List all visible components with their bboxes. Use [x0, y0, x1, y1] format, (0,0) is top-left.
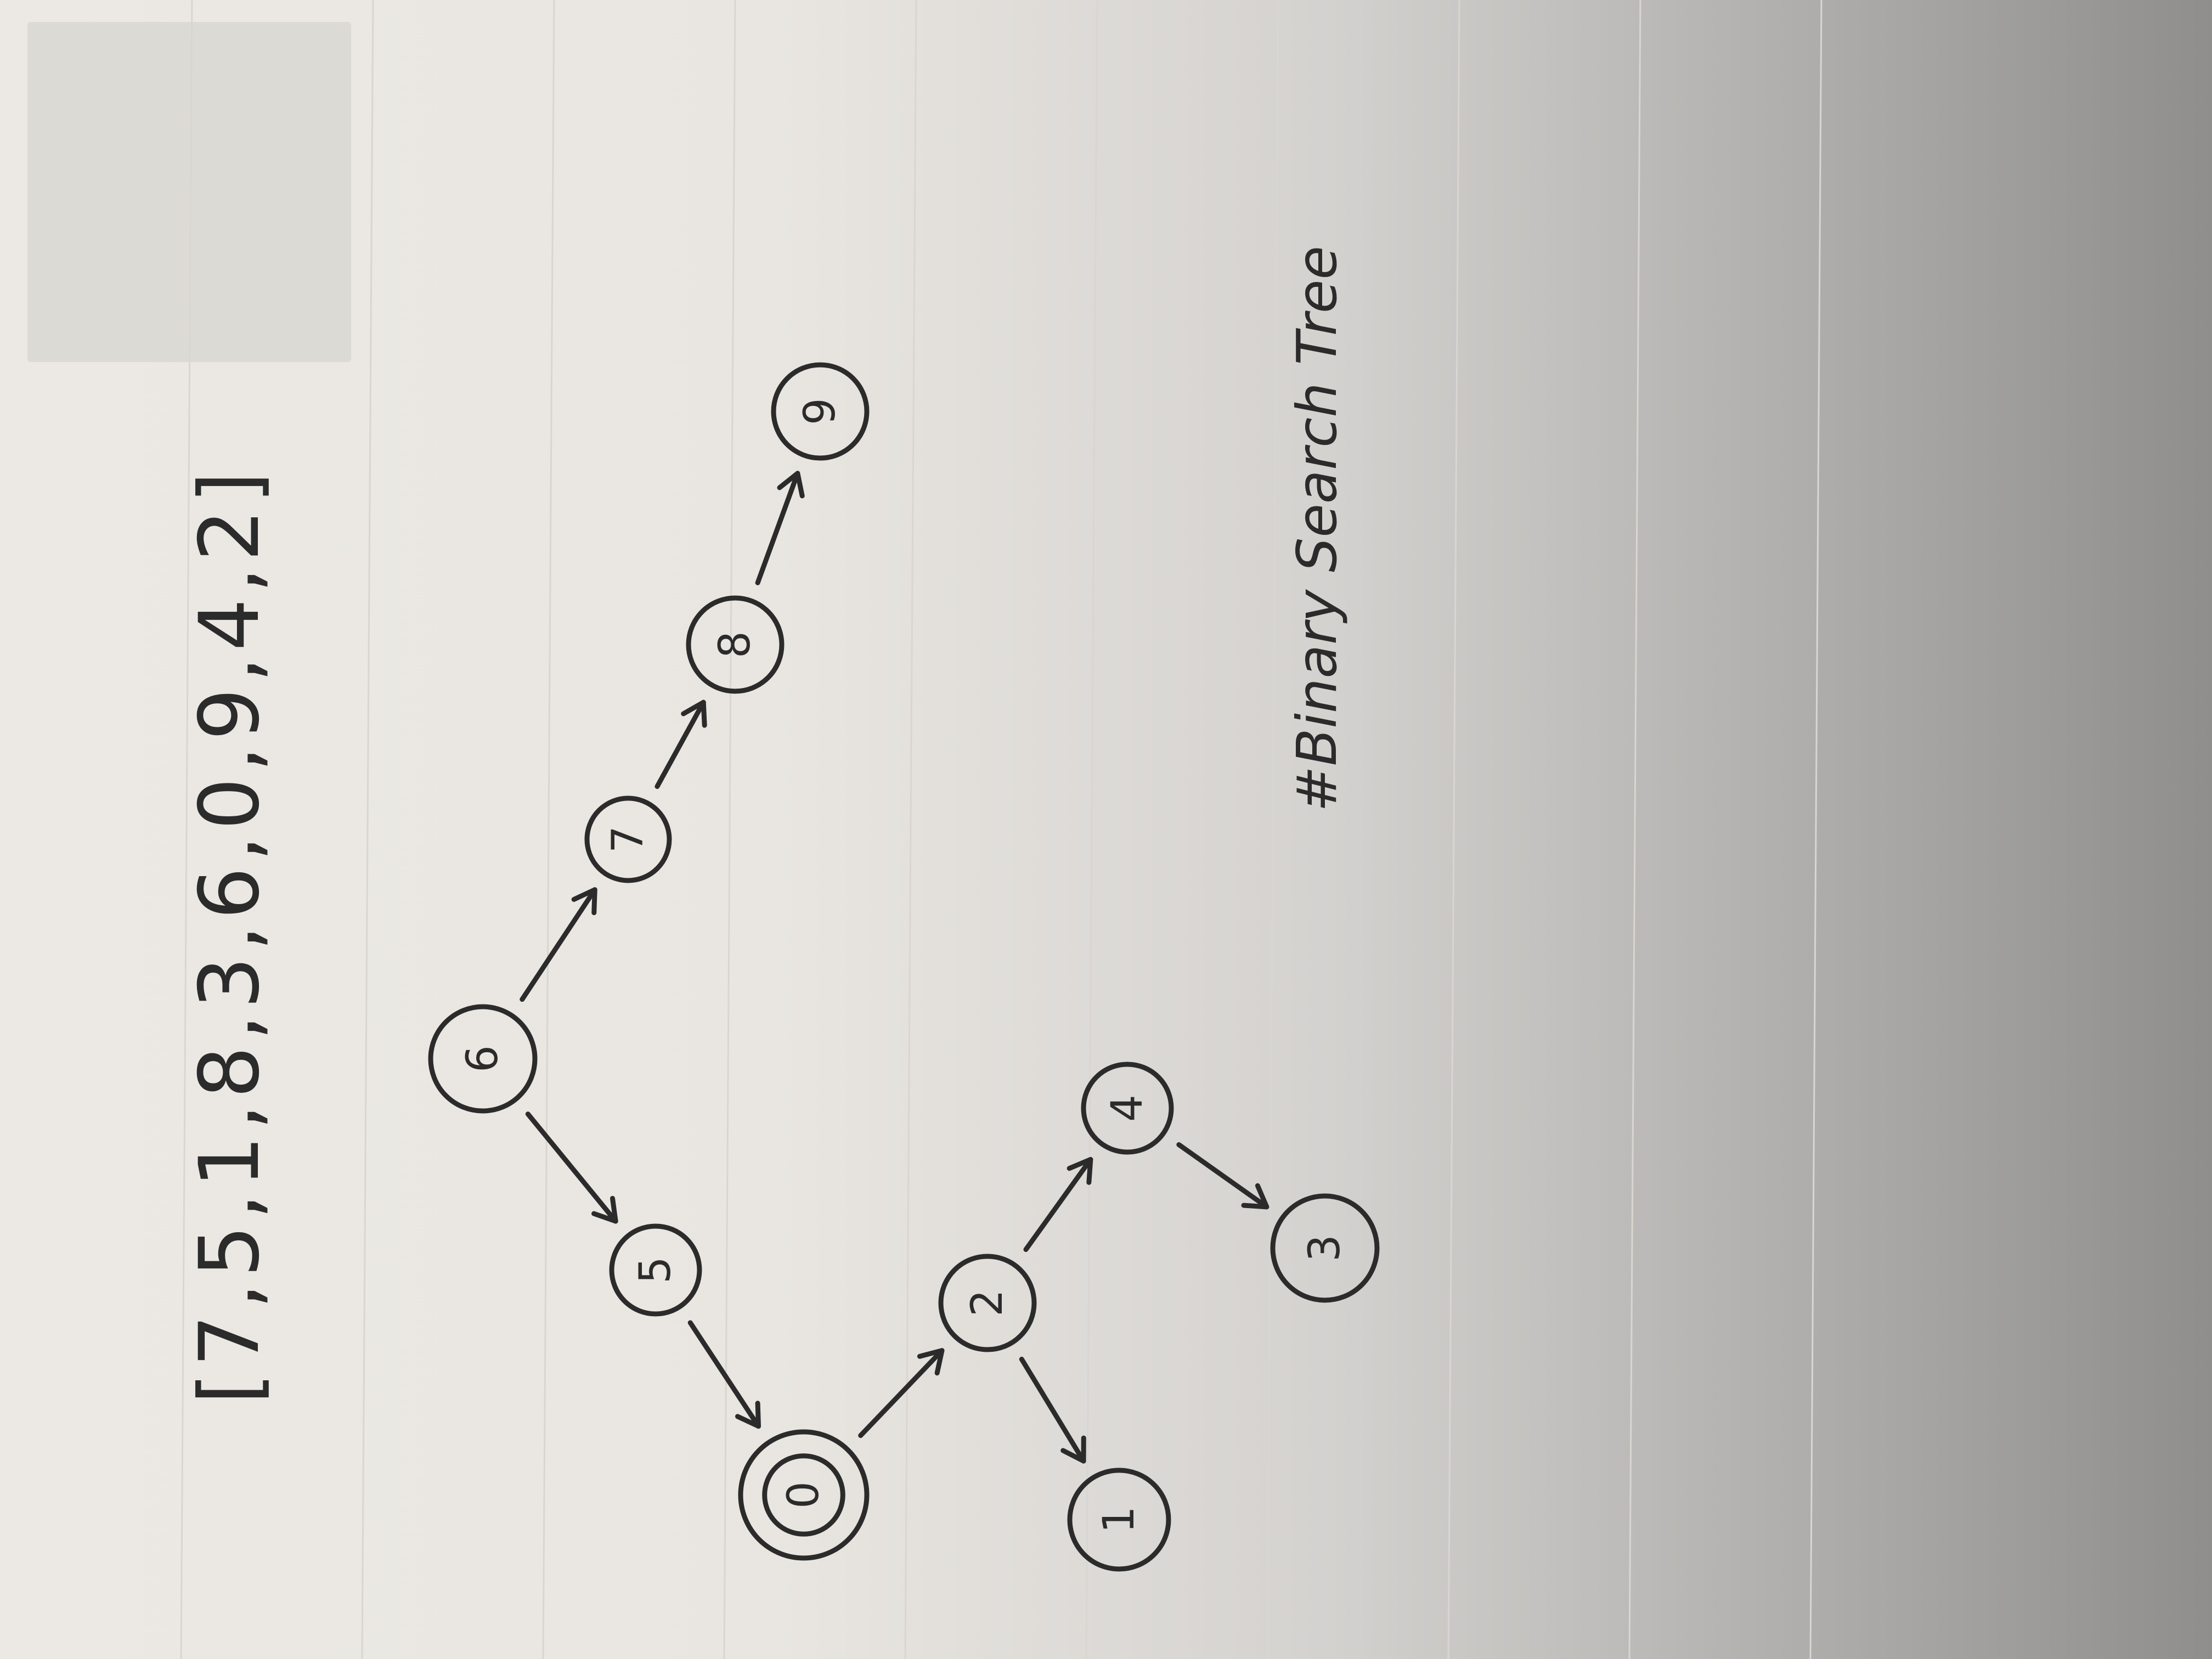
node-label: 7 [603, 826, 653, 853]
node-ring [428, 1004, 538, 1114]
edge-0-2 [858, 1348, 945, 1438]
node-label: 3 [1300, 1234, 1350, 1262]
node-7: 7 [584, 795, 672, 883]
node-8: 8 [686, 595, 785, 694]
edge-line [1019, 1357, 1086, 1464]
node-label: 9 [795, 398, 845, 425]
node-ring [1081, 1062, 1174, 1155]
arrowhead [1066, 1156, 1093, 1185]
arrowhead [681, 699, 707, 728]
ruled-lines [180, 0, 1822, 1659]
edge-5-0 [687, 1320, 761, 1429]
node-label: 6 [458, 1045, 507, 1073]
node-1: 1 [1067, 1468, 1171, 1572]
edge-line [520, 887, 597, 1002]
edge-2-1 [1019, 1357, 1086, 1464]
arrowhead [591, 1195, 618, 1224]
edge-2-4 [1023, 1156, 1093, 1252]
edge-8-9 [755, 471, 805, 585]
edge-line [755, 471, 800, 585]
edge-line [858, 1348, 945, 1438]
node-ring [609, 1223, 702, 1317]
node-ring [1067, 1468, 1171, 1572]
node-2: 2 [938, 1254, 1037, 1352]
node-6: 6 [428, 1004, 538, 1114]
arrowhead [1060, 1435, 1086, 1464]
arrowhead [777, 471, 805, 499]
edge-6-7 [520, 887, 597, 1002]
caption-text: #Binary Search Tree [1285, 246, 1349, 812]
node-ring [938, 1254, 1037, 1352]
edge-line [1176, 1142, 1269, 1210]
arrowhead [735, 1401, 761, 1429]
node-label: 4 [1103, 1094, 1152, 1122]
node-label: 2 [963, 1289, 1012, 1317]
edge-line [687, 1320, 761, 1429]
edge-line [654, 699, 706, 789]
node-ring [584, 795, 672, 883]
node-9: 9 [771, 362, 870, 461]
edge-line [525, 1111, 618, 1224]
node-label: 5 [631, 1256, 680, 1284]
arrowhead [1241, 1183, 1269, 1210]
nodes-layer: 0 5 6 7 8 9 2 1 4 3 [428, 362, 1380, 1572]
node-0: 0 [738, 1429, 870, 1561]
arrowhead [571, 887, 597, 916]
edge-6-5 [525, 1111, 618, 1224]
node-ring [686, 595, 785, 694]
node-label: 0 [779, 1481, 828, 1509]
edges-layer [520, 471, 1269, 1464]
node-5: 5 [609, 1223, 702, 1317]
node-3: 3 [1270, 1193, 1380, 1303]
sequence-text: [7,5,1,8,3,6,0,9,4,2] [182, 466, 278, 1404]
node-4: 4 [1081, 1062, 1174, 1155]
node-ring [1270, 1193, 1380, 1303]
edge-line [1023, 1156, 1093, 1252]
node-ring [771, 362, 870, 461]
edge-4-3 [1176, 1142, 1269, 1210]
node-ring [738, 1429, 870, 1561]
node-inner-ring [762, 1453, 845, 1537]
node-label: 1 [1094, 1506, 1144, 1533]
edge-7-8 [654, 699, 707, 789]
node-label: 8 [710, 631, 760, 658]
arrowhead [917, 1348, 945, 1376]
